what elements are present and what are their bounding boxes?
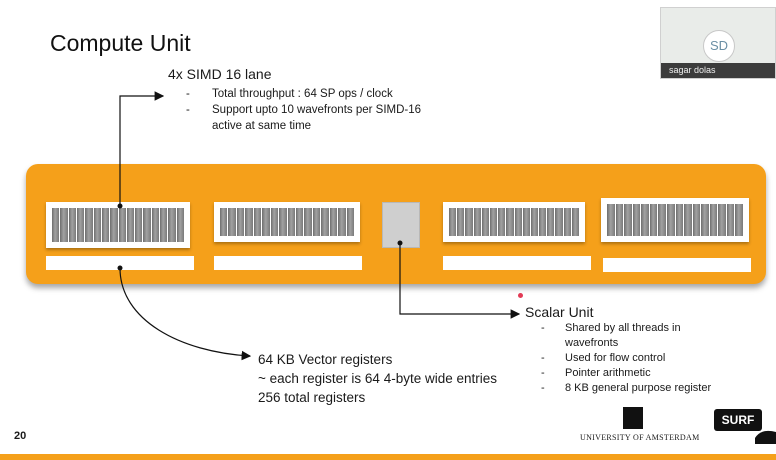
scalar-bullet-text: Used for flow control bbox=[565, 352, 666, 364]
participant-video-tile[interactable]: SD sagar dolas bbox=[660, 7, 776, 79]
simd-bullet-text: Support upto 10 wavefronts per SIMD-16 a… bbox=[212, 104, 422, 132]
list-item: -8 KB general purpose register bbox=[541, 382, 712, 394]
simd-unit-1 bbox=[46, 202, 190, 248]
simd-lanes bbox=[607, 204, 743, 236]
simd-lanes bbox=[52, 208, 184, 242]
page-number: 20 bbox=[14, 430, 27, 442]
vector-register-bar bbox=[214, 256, 362, 270]
simd-unit-2 bbox=[214, 202, 360, 242]
compute-unit-diagram bbox=[26, 164, 766, 284]
scalar-bullet-text: Shared by all threads in wavefronts bbox=[565, 322, 681, 349]
vector-register-bar bbox=[603, 258, 751, 272]
vector-registers-line: 256 total registers bbox=[258, 390, 366, 405]
participant-avatar: SD bbox=[703, 30, 735, 62]
simd-lanes bbox=[449, 208, 579, 236]
scalar-bullet-list: -Shared by all threads in wavefronts -Us… bbox=[541, 321, 721, 396]
vector-registers-description: 64 KB Vector registers ~ each register i… bbox=[258, 350, 497, 407]
vector-register-bar bbox=[46, 256, 194, 270]
list-item: -Support upto 10 wavefronts per SIMD-16 … bbox=[186, 104, 422, 132]
scalar-unit-box bbox=[382, 202, 420, 248]
slide-title: Compute Unit bbox=[50, 30, 191, 56]
simd-bullet-list: -Total throughput : 64 SP ops / clock -S… bbox=[186, 86, 426, 134]
simd-unit-3 bbox=[443, 202, 585, 242]
simd-lanes bbox=[220, 208, 354, 236]
vector-registers-line: ~ each register is 64 4-byte wide entrie… bbox=[258, 371, 497, 386]
vector-registers-line: 64 KB Vector registers bbox=[258, 352, 393, 367]
list-item: -Shared by all threads in wavefronts bbox=[541, 322, 681, 349]
participant-name: sagar dolas bbox=[661, 63, 775, 78]
list-item: -Pointer arithmetic bbox=[541, 367, 651, 379]
surf-wave-icon bbox=[755, 430, 776, 444]
surf-logo: SURF bbox=[714, 409, 762, 431]
footer-accent-line bbox=[0, 454, 776, 460]
uva-logo-text: UNIVERSITY OF AMSTERDAM bbox=[580, 433, 700, 442]
scalar-bullet-text: Pointer arithmetic bbox=[565, 367, 651, 379]
list-item: -Used for flow control bbox=[541, 352, 666, 364]
simd-heading: 4x SIMD 16 lane bbox=[168, 66, 272, 82]
uva-logo: UNIVERSITY OF AMSTERDAM bbox=[580, 407, 699, 447]
uva-crest-icon bbox=[623, 407, 643, 429]
laser-pointer-dot bbox=[518, 293, 523, 298]
simd-unit-4 bbox=[601, 198, 749, 242]
vector-register-bar bbox=[443, 256, 591, 270]
simd-bullet-text: Total throughput : 64 SP ops / clock bbox=[212, 88, 393, 100]
list-item: -Total throughput : 64 SP ops / clock bbox=[186, 88, 393, 100]
scalar-heading: Scalar Unit bbox=[525, 304, 594, 320]
scalar-bullet-text: 8 KB general purpose register bbox=[565, 382, 712, 394]
